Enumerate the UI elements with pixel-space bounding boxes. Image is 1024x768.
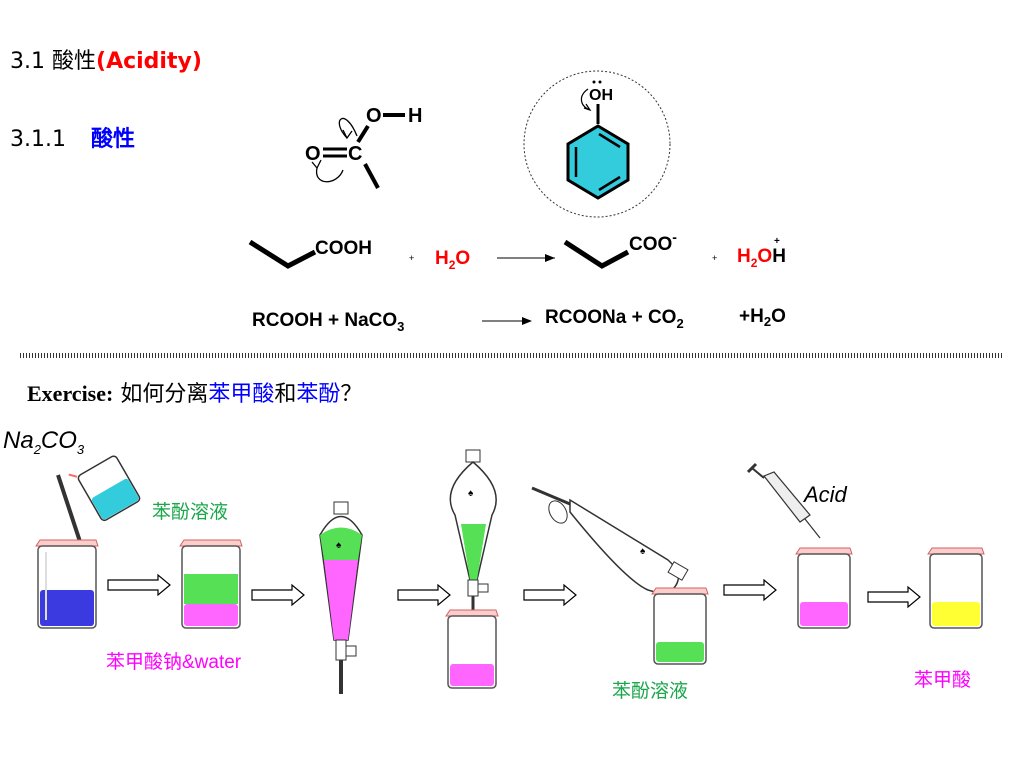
phenol-solution-label-top: 苯酚溶液	[152, 501, 228, 523]
beaker-5	[795, 547, 853, 629]
curved-arrow-icon	[338, 117, 358, 139]
section-title-en: (Acidity)	[96, 49, 202, 74]
svg-text:♠: ♠	[640, 546, 646, 557]
beaker-4	[651, 587, 709, 665]
separatory-funnel-1: ♠	[319, 501, 363, 694]
benzoic-acid-label: 苯甲酸	[914, 669, 971, 691]
eq1-plus2: +	[712, 253, 717, 263]
svg-text:♠: ♠	[468, 488, 474, 499]
beaker-1	[35, 539, 99, 629]
eq1-product: COO-	[629, 229, 677, 255]
equation-2: RCOOH + NaCO3 RCOONa + CO2 +H2O	[252, 306, 786, 334]
phenol-term: 苯酚	[296, 382, 341, 407]
separation-apparatus: Na2CO3 苯酚溶液 苯甲酸钠&water ♠	[3, 427, 985, 702]
section-title-cn: 酸性	[52, 49, 97, 74]
hydrogen-label: H	[408, 105, 422, 127]
exercise-label: Exercise:	[27, 381, 114, 406]
process-arrow	[251, 583, 305, 607]
carbonyl-oxygen-label: O	[305, 143, 321, 165]
tilted-funnel: ♠	[531, 486, 689, 596]
pouring-beaker	[68, 455, 141, 522]
svg-text:RCOONa + CO2: RCOONa + CO2	[545, 307, 684, 331]
curved-arrow-icon	[316, 167, 344, 183]
sodium-benzoate-label: 苯甲酸钠&water	[106, 651, 242, 673]
beaker-3	[445, 609, 499, 689]
subsection-title: 酸性	[90, 127, 135, 152]
separatory-funnel-2: ♠	[449, 449, 497, 630]
svg-text:+H2O: +H2O	[739, 306, 786, 329]
subsection-heading: 3.1.1 酸性	[10, 121, 135, 153]
svg-text:RCOOH + NaCO3: RCOOH + NaCO3	[252, 310, 404, 334]
svg-text:♠: ♠	[336, 540, 342, 551]
oxygen-label: O	[366, 105, 382, 127]
process-arrow	[107, 573, 171, 597]
process-arrow	[397, 583, 451, 607]
process-arrow	[523, 583, 577, 607]
carbon-label: C	[348, 143, 362, 165]
process-arrow	[723, 578, 777, 602]
benzoic-acid-term: 苯甲酸	[208, 382, 275, 407]
equation-1: COOH + H2O COO- + H2OH +	[248, 229, 786, 272]
beaker-6	[927, 547, 985, 629]
hydronium: H2OH	[737, 246, 786, 270]
eq1-reactant: COOH	[315, 238, 372, 259]
process-arrow	[867, 585, 921, 609]
phenol-structure: OH	[523, 70, 671, 218]
exercise-line: Exercise: 如何分离苯甲酸和苯酚？	[27, 381, 363, 407]
divider-line	[20, 353, 1002, 358]
phenol-solution-label-bottom: 苯酚溶液	[612, 680, 688, 702]
svg-text:H2O: H2O	[435, 248, 470, 272]
beaker-2	[179, 539, 243, 629]
section-heading: 3.1 酸性(Acidity)	[10, 43, 202, 75]
acid-label: Acid	[802, 482, 848, 507]
hydroxyl-label: OH	[589, 87, 613, 104]
hydronium-charge: +	[774, 236, 780, 247]
dashed-circle	[523, 70, 671, 218]
eq1-plus: +	[409, 253, 414, 263]
section-number: 3.1	[10, 49, 45, 74]
syringe-icon	[746, 462, 821, 539]
subsection-number: 3.1.1	[10, 127, 66, 152]
carboxyl-structure: O H O C	[305, 105, 422, 189]
reagent-label: Na2CO3	[3, 427, 85, 457]
